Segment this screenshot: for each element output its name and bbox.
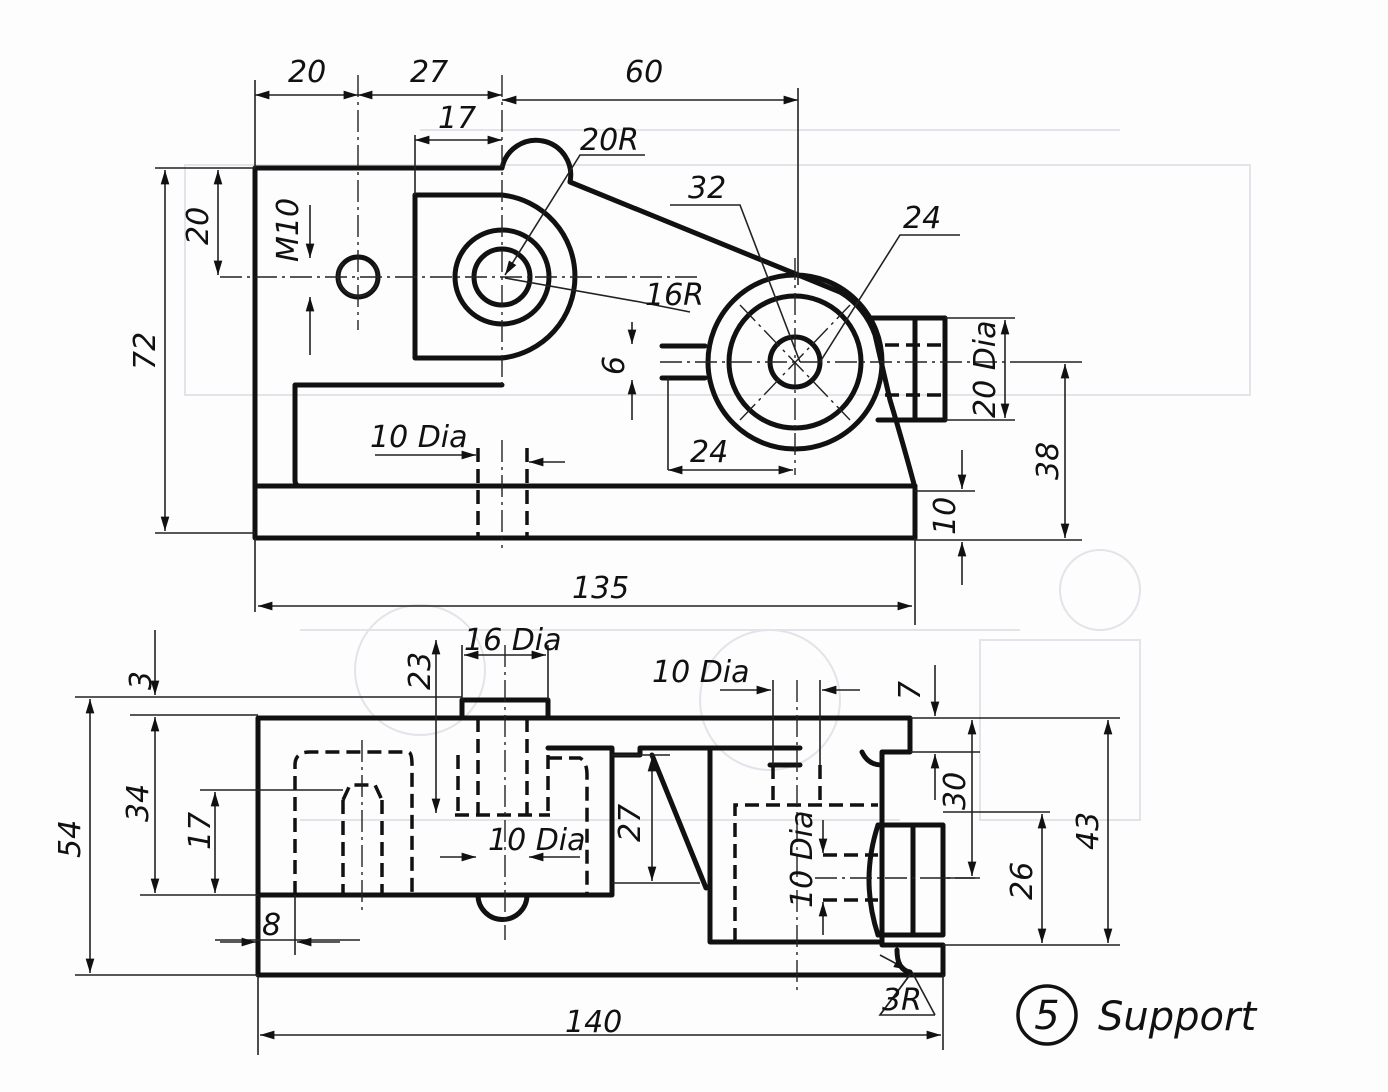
dim-7: 7 (893, 681, 928, 700)
dim-10-dia-mid: 10 Dia (488, 823, 586, 858)
hidden-pocket (293, 750, 414, 895)
dim-16-dia: 16 Dia (464, 623, 562, 658)
label-name: Support (1098, 994, 1257, 1040)
top-view (155, 75, 1082, 625)
center-line (739, 304, 851, 421)
top-view-outline (252, 137, 918, 541)
dim-10-dia: 10 Dia (370, 420, 468, 455)
leader-3r (879, 954, 909, 971)
leader-20r (504, 154, 645, 276)
leader-16r (504, 277, 691, 313)
dim-m10: M10 (271, 198, 306, 262)
dim-8: 8 (262, 908, 281, 943)
bottom-boss (475, 892, 530, 922)
dim-17: 17 (438, 101, 476, 136)
dim-140: 140 (565, 1005, 622, 1040)
label-number-circle (1016, 984, 1078, 1046)
hidden-line (548, 756, 589, 895)
dim-6: 6 (597, 356, 632, 375)
rib-line (649, 752, 709, 891)
inner-slot (292, 382, 918, 489)
dim-26: 26 (1005, 862, 1040, 900)
dim-24-horiz: 24 (690, 435, 728, 470)
dim-16r: 16R (645, 278, 704, 313)
dim-24-top: 24 (903, 201, 941, 236)
dim-17: 17 (183, 812, 218, 850)
dim-135: 135 (572, 571, 629, 606)
dim-10-dia-vert: 10 Dia (785, 810, 820, 908)
hidden-line (733, 803, 878, 942)
label-number: 5 (1034, 993, 1059, 1039)
u-boss (412, 192, 578, 361)
front-view-outline (255, 715, 946, 978)
dim-38: 38 (1031, 442, 1066, 480)
dim-20-dia: 20 Dia (968, 320, 1003, 418)
part-label: 5 Support (1016, 984, 1257, 1046)
dim-20: 20 (288, 55, 326, 90)
top-view-dimensions: 20 27 60 17 20R 32 24 16R 24 10 Dia 135 … (128, 55, 1066, 606)
leader-3r (911, 971, 936, 1016)
dim-20-vert: 20 (181, 207, 216, 245)
fillet (859, 749, 885, 768)
inner-cavity (255, 745, 615, 898)
dim-43: 43 (1071, 812, 1106, 850)
dim-27: 27 (410, 55, 448, 90)
front-view (75, 630, 1120, 1055)
dim-34: 34 (121, 784, 156, 822)
dim-20r: 20R (580, 123, 639, 158)
dim-72: 72 (128, 332, 163, 370)
dim-60: 60 (625, 55, 663, 90)
dim-3r: 3R (882, 983, 922, 1018)
leader-24 (819, 234, 960, 363)
dim-30: 30 (938, 772, 973, 810)
side-boss (867, 315, 948, 423)
dim-3: 3 (124, 671, 159, 690)
dim-27: 27 (613, 804, 648, 842)
dim-32: 32 (688, 171, 726, 206)
front-view-dimensions: 16 Dia 10 Dia 10 Dia 8 3R 140 3 23 7 54 … (53, 623, 1106, 1040)
dim-10-dia-top: 10 Dia (652, 655, 750, 690)
dim-54: 54 (53, 820, 88, 858)
dim-23: 23 (403, 652, 438, 690)
leader-32 (670, 204, 801, 363)
leader-3r (879, 971, 913, 1016)
fillet-3r (894, 947, 913, 975)
dim-10: 10 (928, 497, 963, 535)
right-boss-curve (866, 822, 881, 938)
